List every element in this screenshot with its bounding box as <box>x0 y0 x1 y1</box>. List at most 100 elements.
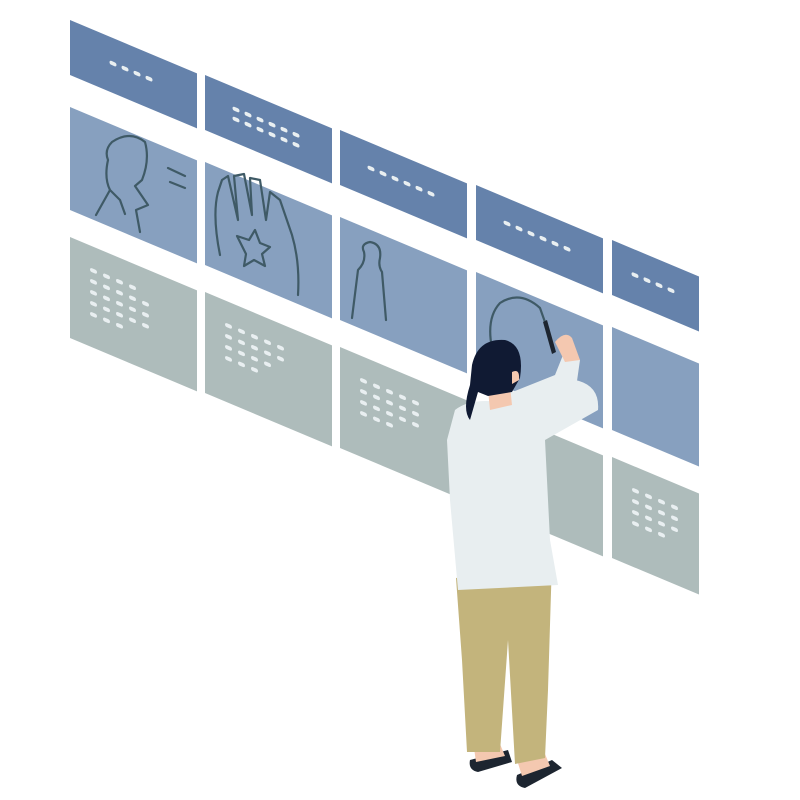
text-dot <box>238 361 245 368</box>
text-dot <box>655 282 663 289</box>
text-dot <box>391 175 399 182</box>
pen-icon <box>543 320 556 354</box>
text-dot <box>256 126 264 133</box>
text-dot <box>121 65 129 72</box>
text-dot <box>90 301 97 307</box>
text-dot <box>399 416 406 423</box>
text-dot <box>142 322 149 329</box>
shirt <box>447 380 599 590</box>
text-dot <box>412 421 419 428</box>
text-dot <box>225 345 232 351</box>
text-dot <box>373 383 380 390</box>
text-dot <box>632 510 639 516</box>
text-dot <box>90 279 97 285</box>
right-shoe <box>516 760 562 788</box>
text-dot <box>373 394 380 401</box>
text-dot <box>103 295 110 302</box>
text-dot <box>277 344 284 351</box>
header-panel-bg <box>205 75 332 184</box>
text-dot <box>632 488 639 494</box>
text-dot <box>563 245 571 252</box>
image-panel-bg <box>70 107 197 264</box>
text-dot <box>360 389 367 395</box>
text-dot <box>671 515 678 522</box>
standing-figure-sketch <box>350 240 388 322</box>
storyboard-column <box>70 20 197 392</box>
text-dot <box>238 339 245 346</box>
image-panel <box>70 107 197 264</box>
ear <box>512 371 520 384</box>
text-dot <box>225 356 232 362</box>
header-panel <box>612 240 699 332</box>
header-panel <box>476 185 603 294</box>
text-dot <box>386 410 393 417</box>
text-dot <box>277 355 284 362</box>
text-dot <box>129 317 136 324</box>
text-dot <box>116 311 123 318</box>
curve-sketch <box>489 296 548 350</box>
text-panel <box>612 457 699 595</box>
text-dot <box>225 323 232 329</box>
text-dot <box>244 121 252 128</box>
text-dot <box>133 70 141 77</box>
image-panel-bg <box>340 217 467 374</box>
text-dot <box>415 185 423 192</box>
header-panel <box>70 20 197 129</box>
person-profile-sketch <box>94 134 187 234</box>
text-dot <box>244 111 252 118</box>
text-dot <box>268 121 276 128</box>
image-panel <box>340 217 467 374</box>
text-dot <box>280 126 288 133</box>
text-dot <box>116 289 123 296</box>
text-dot <box>232 116 240 123</box>
text-dot <box>386 399 393 406</box>
image-panel-bg <box>612 327 699 467</box>
text-dot <box>645 515 652 522</box>
text-dot <box>503 220 511 227</box>
text-dot <box>292 131 300 138</box>
text-dot <box>109 60 117 67</box>
text-dot <box>412 410 419 417</box>
text-dot <box>280 136 288 143</box>
text-dot <box>142 311 149 318</box>
hand <box>555 334 580 362</box>
text-dot <box>129 306 136 313</box>
text-dot <box>142 300 149 307</box>
text-dot <box>667 287 675 294</box>
text-dot <box>129 284 136 291</box>
text-dot <box>631 272 639 278</box>
text-dot <box>251 333 258 340</box>
text-dot <box>90 268 97 274</box>
storyboard-column <box>340 130 467 502</box>
text-dot <box>238 328 245 335</box>
text-dot <box>373 405 380 412</box>
text-dot <box>367 165 375 172</box>
text-dot <box>116 300 123 307</box>
text-dot <box>129 295 136 302</box>
header-panel-bg <box>340 130 467 239</box>
text-panel <box>340 347 467 502</box>
text-dot <box>527 230 535 237</box>
hair <box>466 339 521 420</box>
header-panel <box>205 75 332 184</box>
text-dot <box>238 350 245 357</box>
text-dot <box>658 498 665 505</box>
text-dot <box>399 394 406 401</box>
text-dot <box>264 361 271 368</box>
text-dot <box>403 180 411 187</box>
header-panel-bg <box>476 185 603 294</box>
text-dot <box>232 106 240 113</box>
text-dot <box>145 75 153 82</box>
text-dot <box>551 240 559 247</box>
text-dot <box>645 504 652 511</box>
text-dot <box>251 344 258 351</box>
text-dot <box>632 499 639 505</box>
text-dot <box>251 366 258 373</box>
text-dot <box>90 312 97 318</box>
text-dot <box>412 399 419 406</box>
text-dot <box>225 334 232 340</box>
text-dot <box>116 278 123 285</box>
text-dot <box>427 190 435 197</box>
text-dot <box>386 421 393 428</box>
text-dot <box>292 141 300 148</box>
